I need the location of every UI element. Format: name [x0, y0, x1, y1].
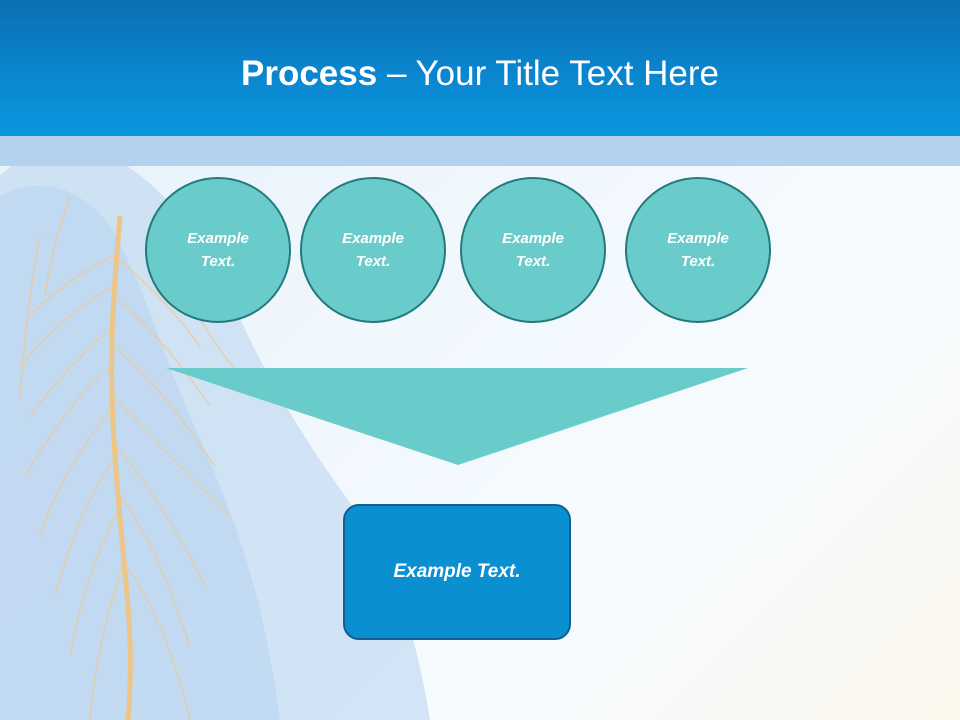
process-circle-2[interactable]: Example Text.: [300, 177, 446, 323]
funnel-arrow[interactable]: [166, 368, 748, 465]
anatomy-background-image: [0, 145, 430, 720]
circle-label: Example Text.: [187, 230, 249, 270]
title-text: – Your Title Text Here: [377, 54, 719, 93]
header-accent-strip: [0, 136, 960, 166]
result-box[interactable]: Example Text.: [343, 504, 571, 640]
circle-label: Example Text.: [667, 230, 729, 270]
circle-label: Example Text.: [502, 230, 564, 270]
result-label: Example Text.: [393, 561, 521, 582]
process-circle-1[interactable]: Example Text.: [145, 177, 291, 323]
circle-label: Example Text.: [342, 230, 404, 270]
title-bold: Process: [241, 54, 378, 93]
header-bar: [0, 0, 960, 136]
process-circle-3[interactable]: Example Text.: [460, 177, 606, 323]
process-circle-4[interactable]: Example Text.: [625, 177, 771, 323]
slide-title[interactable]: Process – Your Title Text Here: [0, 52, 960, 96]
